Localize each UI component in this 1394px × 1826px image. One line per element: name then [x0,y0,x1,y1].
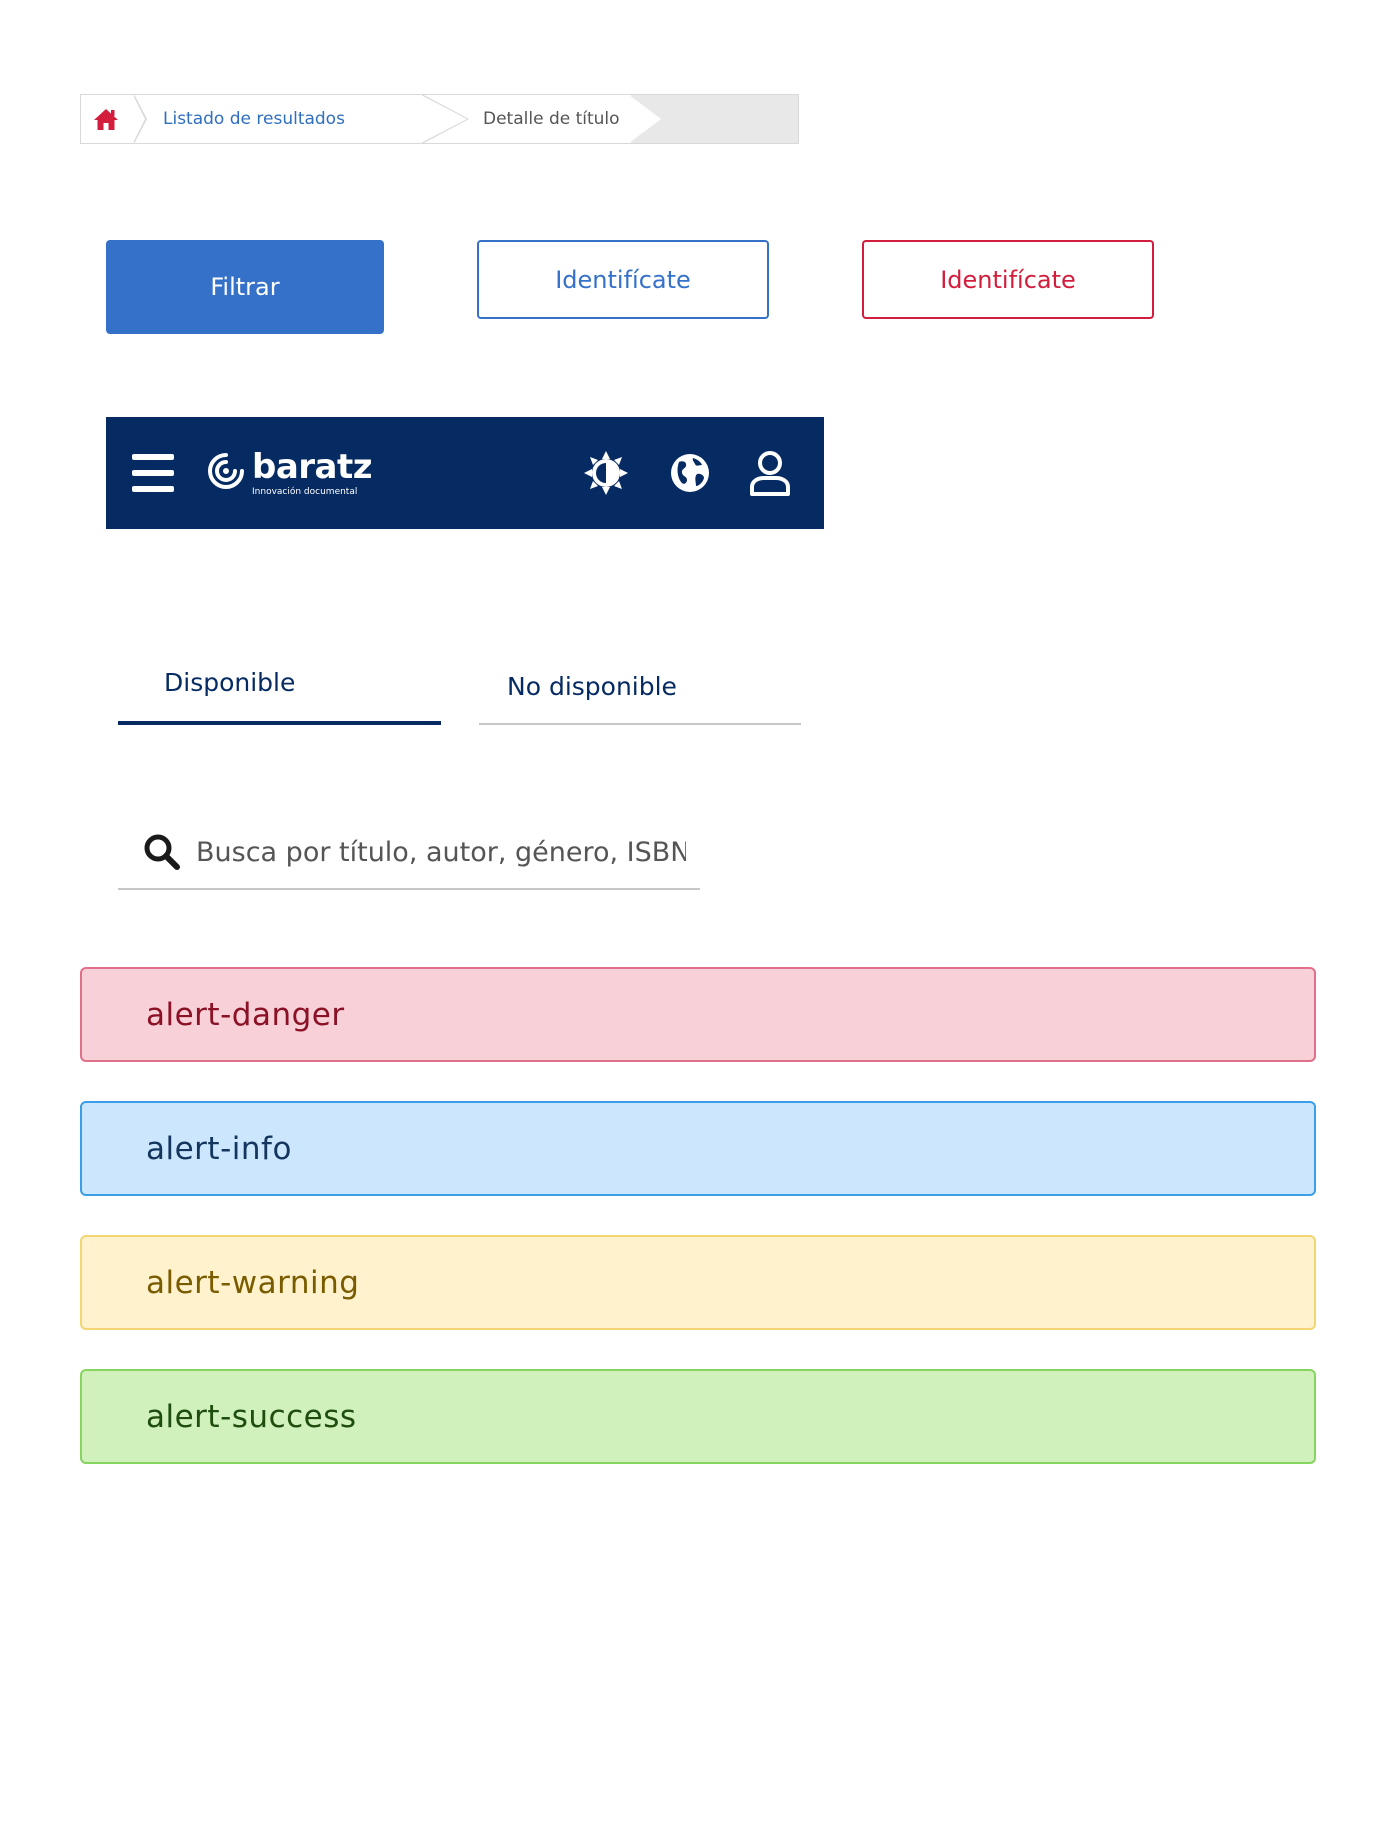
alert-warning-text: alert-warning [146,1264,360,1301]
contrast-icon [584,451,628,495]
identify-button-primary[interactable]: Identifícate [477,240,769,319]
breadcrumb-separator [629,95,661,143]
breadcrumb: Listado de resultados Detalle de título [80,94,799,144]
alert-info: alert-info [80,1101,1316,1196]
identify-button-danger[interactable]: Identifícate [862,240,1154,319]
breadcrumb-current: Detalle de título [483,109,620,129]
tab-unavailable-label: No disponible [507,672,677,701]
search-icon[interactable] [142,832,182,872]
breadcrumb-item-results[interactable]: Listado de resultados [133,95,423,143]
search-bar [118,820,700,890]
alert-info-text: alert-info [146,1130,292,1167]
contrast-button[interactable] [582,449,630,497]
home-icon[interactable] [93,107,119,131]
alert-warning: alert-warning [80,1235,1316,1330]
breadcrumb-separator [133,95,145,143]
app-header: baratz Innovación documental [106,417,824,529]
alert-success: alert-success [80,1369,1316,1464]
filter-button[interactable]: Filtrar [106,240,384,334]
language-button[interactable] [666,449,714,497]
logo-swirl-icon [208,453,244,489]
globe-icon [671,454,709,492]
alert-danger-text: alert-danger [146,996,345,1033]
logo[interactable]: baratz Innovación documental [206,447,386,499]
logo-tagline: Innovación documental [252,487,358,497]
search-input[interactable] [196,824,686,880]
alert-success-text: alert-success [146,1398,357,1435]
user-icon [750,451,790,496]
alert-danger: alert-danger [80,967,1316,1062]
user-button[interactable] [746,449,794,497]
tab-unavailable[interactable]: No disponible [479,672,801,725]
breadcrumb-separator [421,95,467,143]
logo-wordmark: baratz [252,447,373,487]
tab-available-label: Disponible [164,668,296,697]
tab-available[interactable]: Disponible [118,668,441,725]
menu-icon[interactable] [132,454,174,492]
breadcrumb-link-results[interactable]: Listado de resultados [163,109,345,129]
